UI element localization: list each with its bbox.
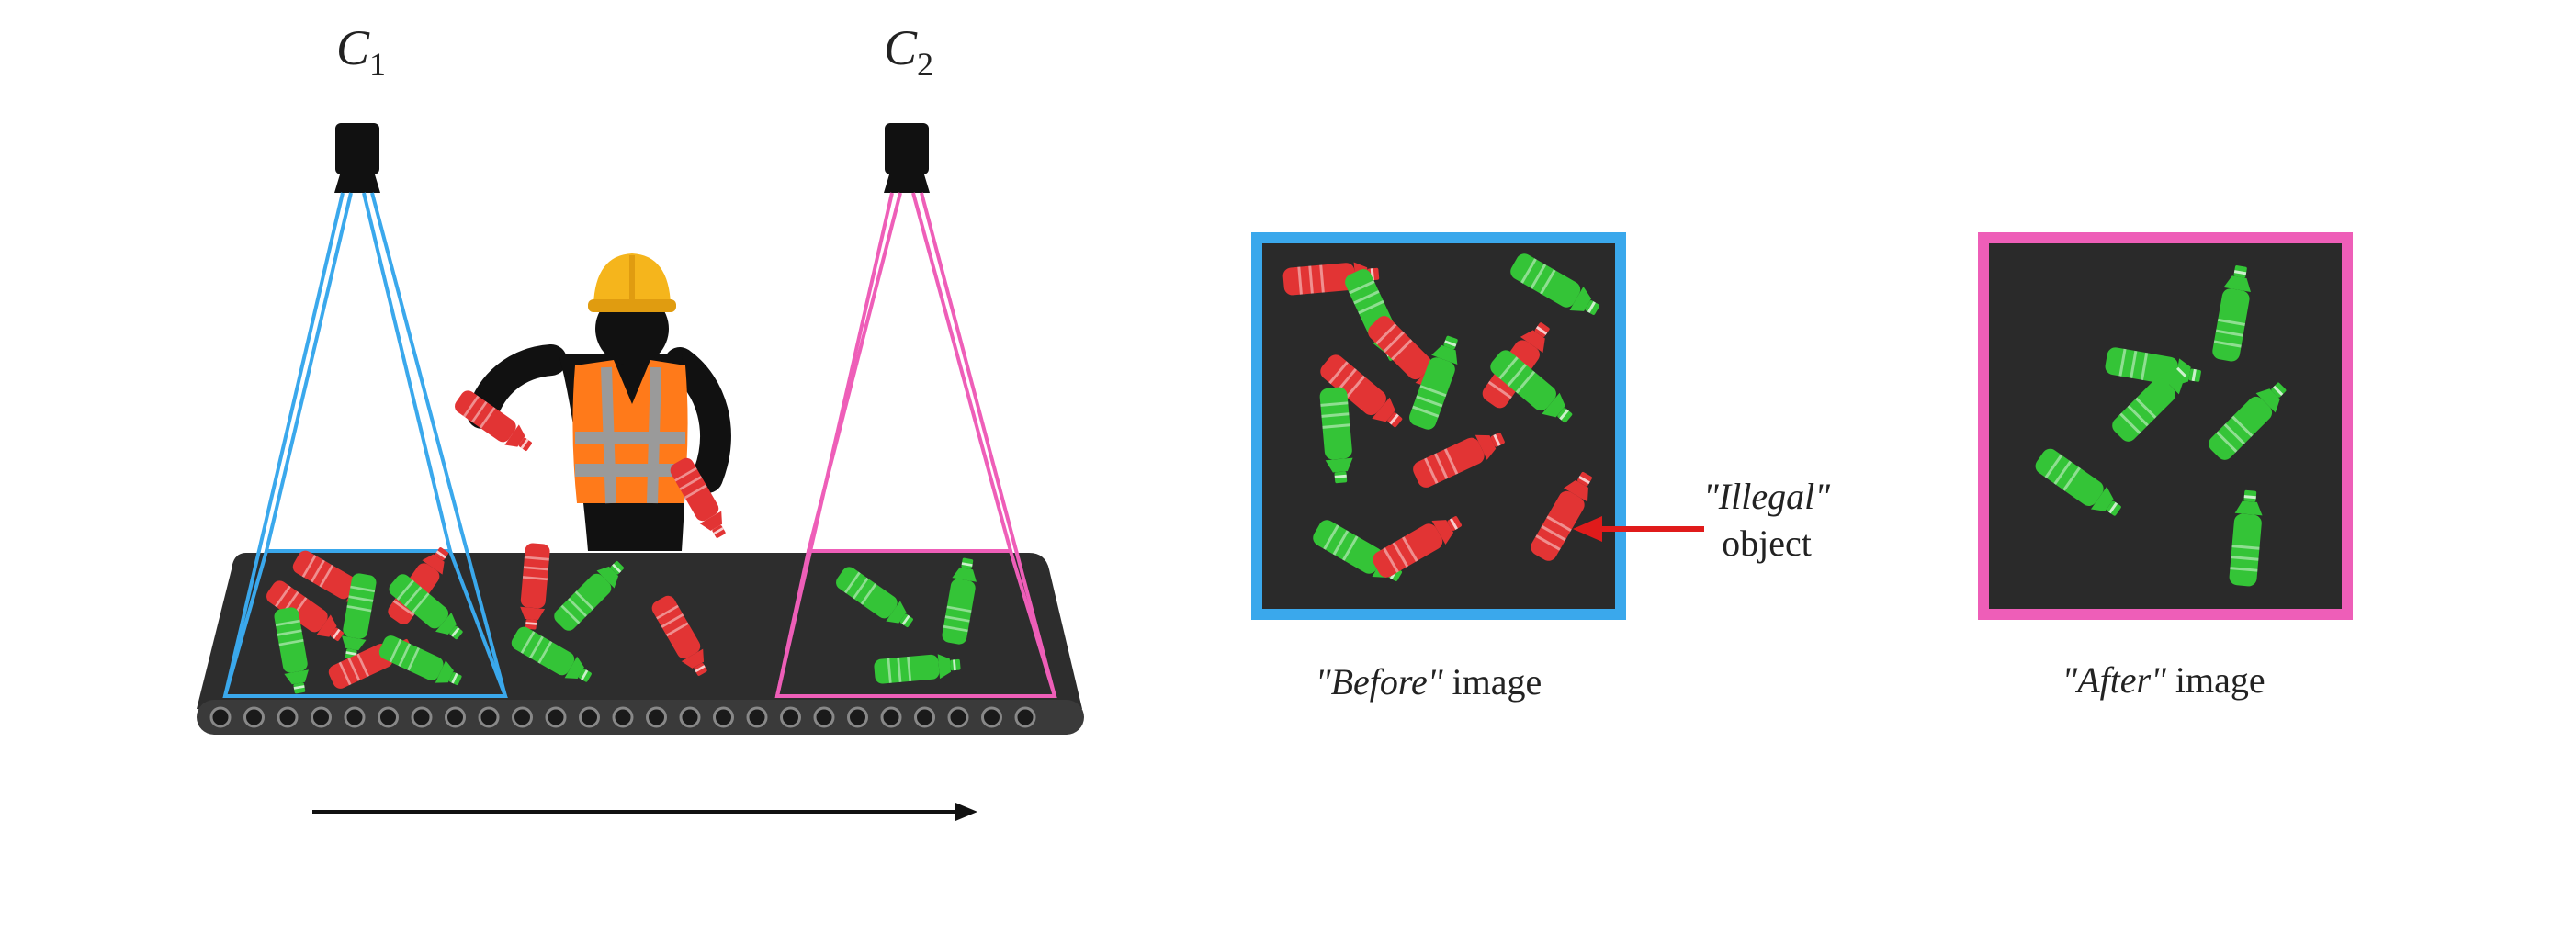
camera-c1 [334, 123, 380, 193]
belt-roller [209, 706, 232, 728]
before-caption: "Before" image [1316, 661, 1542, 703]
belt-roller [780, 706, 801, 728]
belt-roller [813, 706, 835, 728]
belt-roller [1014, 706, 1036, 728]
belt-roller [411, 706, 433, 728]
before-image [1251, 232, 1626, 620]
after-caption: "After" image [2062, 659, 2265, 701]
belt-roller [679, 706, 701, 728]
camera-c2 [884, 123, 930, 193]
belt-roller [880, 706, 902, 728]
belt-roller [344, 706, 366, 728]
belt-roller [646, 706, 667, 728]
camera-c1-label: C1 [336, 20, 386, 83]
belt-roller [847, 706, 868, 728]
belt-roller [947, 706, 969, 728]
worker [467, 253, 731, 551]
belt-roller [311, 706, 332, 728]
belt-roller [478, 706, 500, 728]
illegal-object-arrow [1573, 516, 1704, 542]
camera-c2-label: C2 [884, 20, 933, 83]
belt-roller [746, 706, 768, 728]
belt-roller [545, 706, 567, 728]
belt-roller [579, 706, 600, 728]
direction-arrow [312, 803, 977, 821]
object-label: object [1722, 523, 1812, 564]
belt-roller [914, 706, 935, 728]
belt-roller [445, 706, 466, 728]
belt-roller [713, 706, 734, 728]
belt-roller [512, 706, 533, 728]
belt-roller [612, 706, 634, 728]
after-image [1978, 232, 2353, 620]
belt-roller [378, 706, 399, 728]
belt-roller [277, 706, 299, 728]
belt-roller [243, 706, 265, 728]
camera-c2-field-of-view [774, 192, 1057, 698]
belt-roller [981, 706, 1002, 728]
illegal-label: "Illegal" [1703, 476, 1830, 517]
camera-c1-field-of-view [222, 192, 508, 698]
